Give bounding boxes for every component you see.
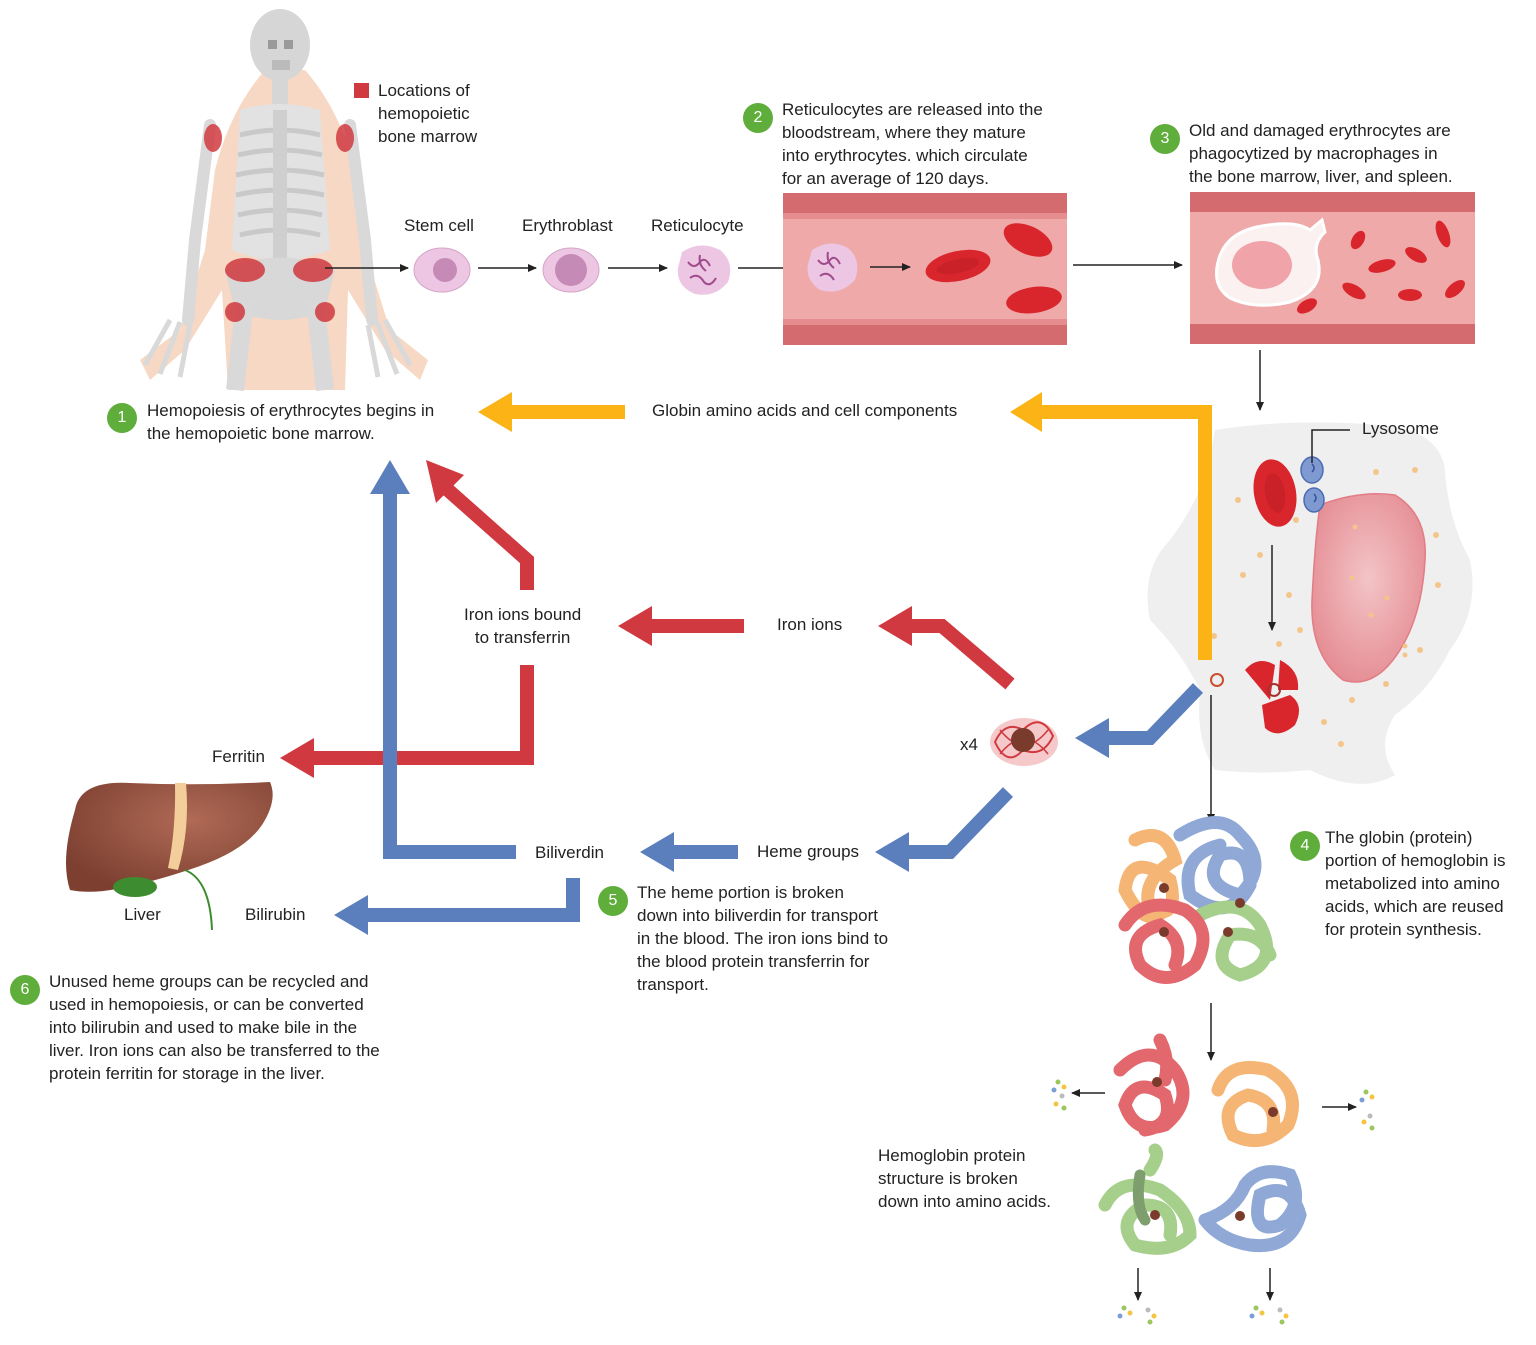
reticulocyte-icon bbox=[677, 245, 731, 295]
amino-acid-arrows bbox=[1071, 1089, 1357, 1301]
liver-organ bbox=[66, 782, 273, 931]
step-1-text: Hemopoiesis of erythrocytes begins in th… bbox=[147, 401, 435, 443]
iron-pathway-arrows bbox=[280, 460, 1015, 778]
step-badge-5: 5 bbox=[598, 886, 628, 916]
reticulocyte-label: Reticulocyte bbox=[651, 216, 744, 235]
step-badge-4: 4 bbox=[1290, 831, 1320, 861]
hemoglobin-molecule bbox=[1118, 816, 1277, 984]
iron-transferrin-label: Iron ions bound to transferrin bbox=[464, 605, 582, 647]
liver-label: Liver bbox=[124, 905, 161, 924]
stem-cell-icon bbox=[413, 247, 471, 293]
step-2-text: Reticulocytes are released into the bloo… bbox=[782, 100, 1043, 188]
biliverdin-label: Biliverdin bbox=[535, 843, 604, 862]
heme-pathway-arrows bbox=[334, 460, 1204, 935]
globin-recycle-arrows bbox=[478, 392, 1212, 660]
step-badge-6: 6 bbox=[10, 975, 40, 1005]
erythroblast-label: Erythroblast bbox=[522, 216, 613, 235]
step-5-text: The heme portion is broken down into bil… bbox=[637, 883, 889, 994]
globin-components-label: Globin amino acids and cell components bbox=[652, 401, 958, 420]
erythroblast-icon bbox=[542, 247, 600, 293]
globin-subunits bbox=[1098, 1033, 1307, 1255]
vessel-macrophage bbox=[1190, 192, 1475, 344]
step-4-text: The globin (protein) portion of hemoglob… bbox=[1325, 828, 1506, 939]
ferritin-label: Ferritin bbox=[212, 747, 265, 766]
amino-acid-icons bbox=[1051, 1079, 1375, 1325]
human-skeleton-figure bbox=[140, 9, 428, 391]
step-badge-1: 1 bbox=[107, 403, 137, 433]
lysosome-label: Lysosome bbox=[1362, 419, 1439, 438]
step-badge-2: 2 bbox=[743, 103, 773, 133]
heme-x4-label: x4 bbox=[960, 735, 978, 754]
iron-ions-label: Iron ions bbox=[777, 615, 843, 634]
step-3-text: Old and damaged erythrocytes are phagocy… bbox=[1189, 121, 1453, 186]
step-6-text: Unused heme groups can be recycled and u… bbox=[49, 972, 380, 1083]
lysosome-granules bbox=[1211, 467, 1441, 747]
macrophage-cell bbox=[1147, 422, 1473, 823]
legend-marker bbox=[354, 83, 369, 98]
legend-label: Locations of hemopoietic bone marrow bbox=[378, 81, 478, 146]
heme-groups-label: Heme groups bbox=[757, 842, 860, 861]
blood-vessel-circulation bbox=[783, 193, 1067, 345]
marrow-locations bbox=[204, 124, 354, 322]
bilirubin-label: Bilirubin bbox=[245, 905, 306, 924]
hemoglobin-breakdown-label: Hemoglobin protein structure is broken d… bbox=[878, 1146, 1051, 1211]
heme-group-icon bbox=[990, 718, 1058, 766]
stem-cell-label: Stem cell bbox=[404, 216, 474, 235]
step-badge-3: 3 bbox=[1150, 124, 1180, 154]
